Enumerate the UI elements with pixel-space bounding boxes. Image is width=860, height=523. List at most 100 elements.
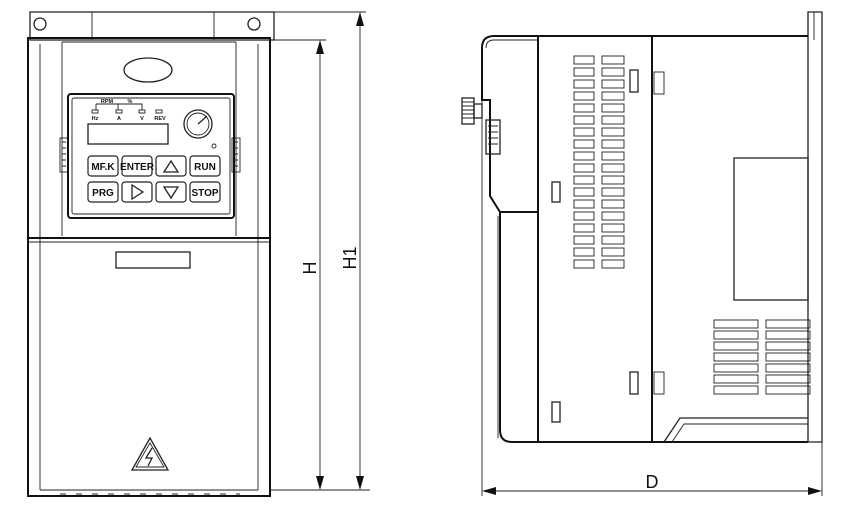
led-label-v: V — [140, 116, 144, 122]
dimension-label-d: D — [646, 472, 659, 492]
vent-slot — [601, 127, 625, 137]
vent-slot — [601, 115, 625, 125]
rear-vent-slot — [765, 374, 811, 384]
vent-slot — [601, 223, 625, 233]
vent-slot — [573, 151, 595, 161]
front-view: RPM % Hz A V REV MF.K ENTER — [27, 11, 275, 497]
mfk-key[interactable]: MF.K — [87, 155, 119, 177]
vent-slot — [573, 259, 595, 269]
up-key[interactable] — [155, 155, 187, 177]
vent-slot — [573, 223, 595, 233]
rear-vent-slot — [713, 363, 759, 373]
vent-slot — [601, 91, 625, 101]
mounting-hole-left — [33, 17, 47, 31]
vent-slot — [573, 163, 595, 173]
vent-slot — [573, 247, 595, 257]
led-display-window — [87, 123, 169, 145]
vent-slot — [601, 139, 625, 149]
up-arrow-icon — [162, 159, 180, 173]
rear-vent-slot — [765, 319, 811, 329]
enter-key[interactable]: ENTER — [120, 155, 155, 177]
vent-slot — [573, 79, 595, 89]
vent-slot — [573, 91, 595, 101]
mfk-key-label: MF.K — [91, 162, 115, 173]
vent-slot — [601, 103, 625, 113]
rear-vent-slot — [765, 330, 811, 340]
vent-slot — [601, 211, 625, 221]
vent-slot — [573, 67, 595, 77]
vent-slot — [573, 187, 595, 197]
vent-slot — [601, 187, 625, 197]
dimension-label-h1: H1 — [340, 246, 360, 269]
led-group-label-percent: % — [128, 99, 133, 105]
down-key[interactable] — [155, 181, 187, 203]
rear-vent-slot — [765, 385, 811, 395]
vent-slot — [573, 175, 595, 185]
vent-slot — [573, 235, 595, 245]
rear-vent-slot — [765, 341, 811, 351]
vent-slot — [601, 259, 625, 269]
vent-slot — [601, 247, 625, 257]
front-housing — [27, 37, 271, 497]
rear-vent-slot — [765, 363, 811, 373]
vent-slot — [573, 199, 595, 209]
prg-key[interactable]: PRG — [87, 181, 119, 203]
shift-key[interactable] — [121, 181, 153, 203]
front-cover-profile — [481, 35, 538, 213]
side-label-window — [733, 157, 809, 301]
vent-slot — [601, 175, 625, 185]
rear-vent-slot — [765, 352, 811, 362]
vent-slot — [573, 127, 595, 137]
run-key[interactable]: RUN — [189, 155, 221, 177]
vent-slot — [573, 211, 595, 221]
vent-slot — [601, 151, 625, 161]
rear-vent-slots — [713, 319, 811, 395]
dimension-h1: H1 — [274, 11, 366, 490]
led-label-a: A — [117, 116, 121, 122]
latch-1 — [551, 181, 561, 203]
dimension-label-h: H — [300, 262, 320, 275]
dimension-d: D — [481, 100, 823, 496]
vent-slot — [573, 103, 595, 113]
stop-key[interactable]: STOP — [189, 181, 221, 203]
side-clip-left — [59, 137, 69, 173]
side-clip-right — [231, 137, 241, 173]
top-mounting-flange — [29, 11, 275, 41]
rear-vent-slot — [713, 385, 759, 395]
led-label-rev: REV — [154, 116, 166, 122]
led-indicators: RPM % Hz A V REV — [91, 99, 166, 122]
led-label-hz: Hz — [92, 116, 99, 122]
rear-vent-slot — [713, 352, 759, 362]
led-group-label-rpm: RPM — [101, 99, 114, 105]
side-potentiometer-knob[interactable] — [461, 97, 483, 125]
latch-4 — [629, 371, 639, 395]
vent-slot — [601, 55, 625, 65]
latch-2 — [551, 401, 561, 423]
nameplate-slot — [115, 251, 191, 269]
vent-slot — [573, 139, 595, 149]
mounting-hole-right — [247, 17, 261, 31]
right-arrow-icon — [131, 183, 145, 201]
vent-slot — [601, 235, 625, 245]
side-vent-slots — [573, 55, 625, 269]
logo-oval — [123, 57, 173, 83]
rear-vent-slot — [713, 330, 759, 340]
vent-slot — [601, 199, 625, 209]
prg-key-label: PRG — [92, 188, 114, 199]
run-key-label: RUN — [194, 162, 216, 173]
latch-3 — [629, 69, 639, 93]
vent-slot — [601, 67, 625, 77]
potentiometer-knob[interactable] — [183, 109, 217, 149]
side-view — [461, 11, 823, 443]
vent-slot — [601, 79, 625, 89]
side-clip — [485, 119, 501, 155]
high-voltage-warning-icon — [130, 436, 170, 471]
bottom-foot — [663, 417, 808, 443]
vent-slot — [573, 55, 595, 65]
down-arrow-icon — [162, 186, 180, 200]
vent-slot — [573, 115, 595, 125]
keypad-panel — [67, 93, 235, 219]
enter-key-label: ENTER — [120, 162, 155, 173]
